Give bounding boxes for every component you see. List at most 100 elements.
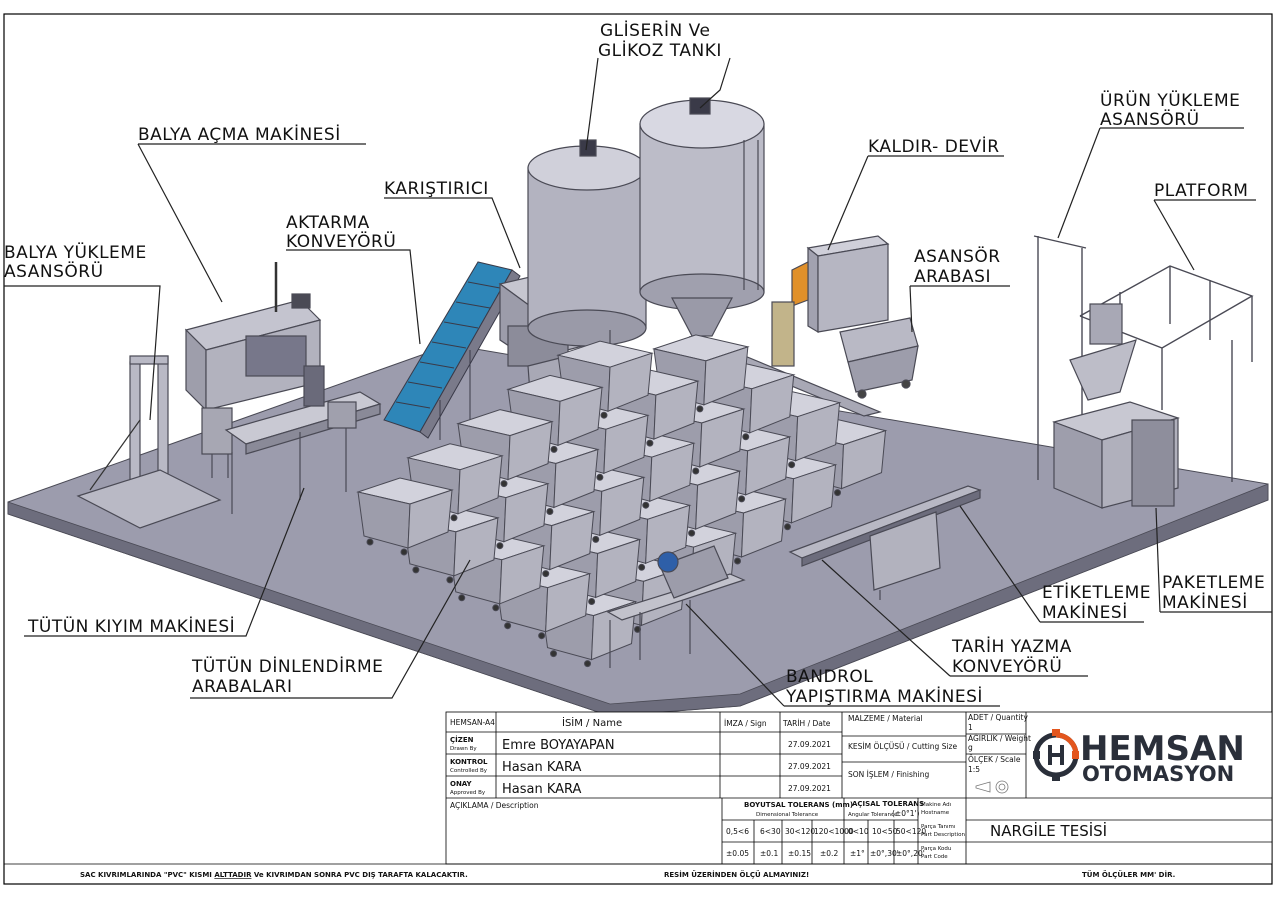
label-elevator-cart-line2: ARABASI: [914, 267, 991, 287]
label-packaging-line2: MAKİNESİ: [1162, 592, 1248, 613]
row-approved-label: ONAY: [450, 780, 473, 788]
ang-range-3: 50<120: [896, 827, 926, 836]
tobacco-cutting-machine: [224, 365, 382, 514]
label-mixer: KARIŞTIRICI: [384, 179, 489, 199]
label-product-elevator-line1: ÜRÜN YÜKLEME: [1100, 89, 1240, 111]
bale-loading-elevator: [76, 355, 222, 529]
resting-cart: [356, 477, 454, 556]
label-band-line1: BANDROL: [786, 667, 873, 687]
machine-name-label: Makine Adı: [921, 802, 952, 808]
footer-pvc-note: SAC KIVRIMLARINDA "PVC" KISMI ALTTADIR V…: [80, 871, 468, 879]
description-label: AÇIKLAMA / Description: [450, 801, 539, 810]
label-lift-tilt: KALDIR- DEVİR: [868, 136, 1000, 157]
weight-value: g: [968, 743, 973, 752]
weight-label: AĞIRLIK / Weight: [968, 734, 1031, 743]
logo-wordmark-top: HEMSAN: [1080, 729, 1245, 769]
footer-notes: SAC KIVRIMLARINDA "PVC" KISMI ALTTADIR V…: [4, 863, 1272, 879]
quantity-value: 1: [968, 723, 973, 732]
dim-tol-4: ±0.2: [820, 849, 838, 858]
finishing-label: SON İŞLEM / Finishing: [848, 770, 930, 779]
dim-range-3: 30<120: [785, 827, 815, 836]
header-name: İSİM / Name: [562, 716, 622, 729]
ang-tol-2: ±0°,30': [870, 849, 899, 858]
dimensional-tolerance-sub: Dimensional Tolerance: [756, 812, 819, 818]
header-sign: İMZA / Sign: [724, 719, 767, 728]
drawn-by-name: Emre BOYAYAPAN: [502, 738, 615, 753]
material-label: MALZEME / Material: [848, 714, 923, 723]
dim-range-4: 120<1000: [814, 827, 854, 836]
project-name: NARGİLE TESİSİ: [990, 821, 1107, 840]
glycerin-glucose-tanks: [527, 97, 765, 366]
label-date-conveyor-line2: KONVEYÖRÜ: [952, 655, 1062, 677]
angular-tolerance-value: (±0°1'): [892, 809, 920, 818]
row-controlled-sub: Controlled By: [450, 768, 488, 774]
packaging-machine: [1052, 303, 1181, 509]
title-block-text: HEMSAN-A4 İSİM / Name İMZA / Sign TARİH …: [450, 713, 1107, 860]
dimensional-tolerance-title: BOYUTSAL TOLERANS (mm): [744, 801, 853, 809]
footer-no-measure-note: RESİM ÜZERİNDEN ÖLÇÜ ALMAYINIZ!: [664, 870, 809, 879]
approved-by-date: 27.09.2021: [788, 784, 831, 793]
title-block: [445, 711, 1273, 865]
row-approved-sub: Approved By: [450, 790, 486, 796]
sheet-code: HEMSAN-A4: [450, 718, 495, 727]
label-resting-carts-line2: ARABALARI: [192, 677, 293, 697]
label-elevator-cart-line1: ASANSÖR: [914, 245, 1001, 267]
part-code-sub: Part Code: [921, 854, 948, 860]
label-glycerin-line2: GLİKOZ TANKI: [598, 40, 722, 61]
part-definition-label: Parça Tanımı: [921, 824, 956, 830]
ang-range-1: 0<10: [848, 827, 869, 836]
label-platform: PLATFORM: [1154, 181, 1248, 201]
band-sticking-machine: [606, 545, 746, 668]
ang-range-2: 10<50: [872, 827, 898, 836]
label-transfer-line1: AKTARMA: [286, 213, 370, 233]
hostname-label: Hostname: [921, 810, 950, 816]
transfer-conveyor: [383, 261, 521, 440]
cutting-size-label: KESİM ÖLÇÜSÜ / Cutting Size: [848, 742, 957, 751]
label-resting-carts-line1: TÜTÜN DİNLENDİRME: [191, 655, 383, 677]
dim-tol-3: ±0.15: [788, 849, 811, 858]
scale-value: 1:5: [968, 765, 980, 774]
bale-opening-machine: [184, 262, 322, 478]
angular-tolerance-title: AÇISAL TOLERANS: [852, 800, 924, 808]
tobacco-resting-carts: [356, 334, 888, 668]
label-glycerin-line1: GLİSERİN Ve: [600, 20, 710, 41]
labeling-and-date-conveyor: [788, 485, 982, 600]
controlled-by-name: Hasan KARA: [502, 760, 582, 775]
ang-tol-3: ±0°,20': [896, 849, 925, 858]
drawn-by-date: 27.09.2021: [788, 740, 831, 749]
ang-tol-1: ±1°: [850, 849, 865, 858]
label-bale-opening: BALYA AÇMA MAKİNESİ: [138, 124, 341, 145]
label-date-conveyor-line1: TARİH YAZMA: [951, 636, 1072, 657]
label-product-elevator-line2: ASANSÖRÜ: [1100, 108, 1200, 130]
label-packaging-line1: PAKETLEME: [1162, 573, 1265, 593]
dim-range-2: 6<30: [760, 827, 781, 836]
label-tobacco-cutting: TÜTÜN KIYIM MAKİNESİ: [27, 615, 235, 637]
label-labeling-line1: ETİKETLEME: [1042, 582, 1151, 603]
scale-label: ÖLÇEK / Scale: [968, 755, 1021, 764]
resting-cart: [402, 505, 500, 584]
sheet-border: [3, 13, 1273, 885]
angular-tolerance-sub: Angular Tolerance: [848, 812, 898, 818]
part-description-label: Part Description: [921, 832, 965, 838]
dim-range-1: 0,5<6: [726, 827, 749, 836]
dim-tol-1: ±0.05: [726, 849, 749, 858]
product-elevator-and-platform: [1033, 235, 1254, 482]
label-band-line2: YAPIŞTIRMA MAKİNESİ: [785, 686, 983, 707]
controlled-by-date: 27.09.2021: [788, 762, 831, 771]
label-labeling-line2: MAKİNESİ: [1042, 602, 1128, 623]
approved-by-name: Hasan KARA: [502, 782, 582, 797]
dim-tol-2: ±0.1: [760, 849, 778, 858]
label-bale-elevator-line1: BALYA YÜKLEME: [4, 241, 147, 263]
projection-symbol-icon: [975, 780, 1009, 794]
row-controlled-label: KONTROL: [450, 758, 488, 766]
gear-icon: [1033, 729, 1079, 781]
lift-tilt-machine: [771, 235, 890, 367]
label-bale-elevator-line2: ASANSÖRÜ: [4, 260, 104, 282]
row-drawn-sub: Drawn By: [450, 746, 477, 752]
leader-lines: [4, 57, 1272, 707]
footer-units-note: TÜM ÖLÇÜLER MM' DİR.: [1082, 870, 1175, 879]
row-drawn-label: ÇİZEN: [450, 735, 474, 744]
hemsan-logo: HEMSAN OTOMASYON: [1033, 729, 1245, 786]
logo-wordmark-bottom: OTOMASYON: [1082, 762, 1234, 786]
